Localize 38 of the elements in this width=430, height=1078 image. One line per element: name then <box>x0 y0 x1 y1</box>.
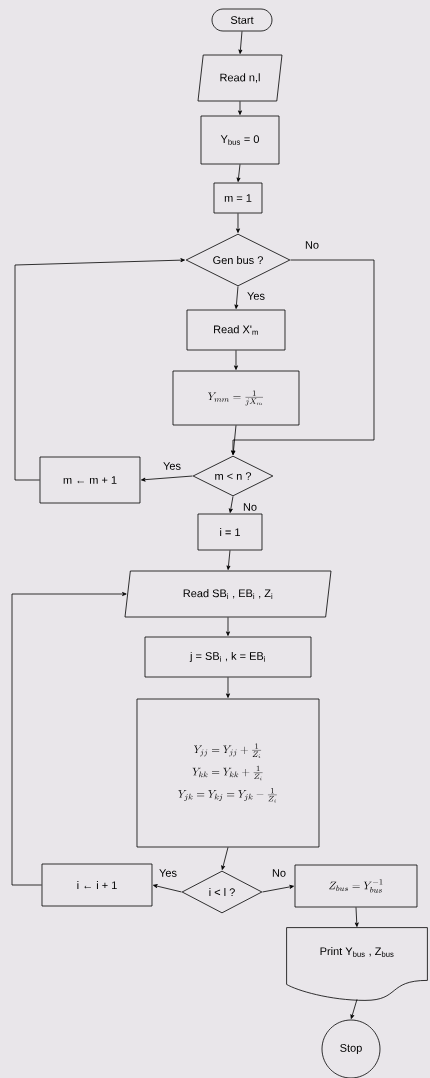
arrow <box>153 884 182 893</box>
process-box: $Z_{bus} = Y_{bus}^{-1}$ <box>294 864 418 908</box>
process-box: m ← m + 1 <box>39 456 141 504</box>
arrow <box>354 907 359 927</box>
arrow <box>234 350 238 370</box>
process-box: Read X'$_{m}$ <box>186 309 286 351</box>
arrow <box>11 592 127 886</box>
output-document: Print Y$_{bus}$ , Z$_{bus}$ <box>286 927 428 1001</box>
arrow <box>231 259 375 455</box>
process-box: Y$_{bus}$ = 0 <box>200 115 280 165</box>
arrow <box>236 213 240 233</box>
edge-label: No <box>303 240 321 250</box>
input-parallelogram: Read SB$_{i}$ , EB$_{i}$ , Z$_{i}$ <box>124 570 332 618</box>
arrow <box>141 475 193 482</box>
arrow <box>238 101 242 115</box>
arrow <box>228 496 234 513</box>
arrow <box>226 550 231 570</box>
process-box: i ← i + 1 <box>41 863 153 907</box>
process-box: $Y_{mm} = \frac{1}{jX_m}$ <box>172 370 300 426</box>
arrow <box>226 677 230 698</box>
arrow <box>221 847 229 870</box>
input-parallelogram: Read n,l <box>197 54 283 102</box>
process-box: $Y_{jj} = Y_{jj} + \frac{1}{Z_i}$ $Y_{kk} = Y_{kk} + \frac{1}{Z_i}$ $Y_{jk} = Y_{kj} = Y_{jk} - \frac{1}{Z_i}$ <box>136 698 320 848</box>
arrow <box>236 164 241 182</box>
arrow <box>350 999 358 1019</box>
process-box: j = SB$_{i}$ , k = EB$_{i}$ <box>144 636 312 678</box>
arrow <box>226 617 230 636</box>
arrow <box>234 286 239 309</box>
edge-label: Yes <box>158 868 178 878</box>
arrow <box>14 258 185 481</box>
edge-label: No <box>241 502 259 512</box>
arrow <box>262 884 294 893</box>
edge-label: Yes <box>162 461 182 471</box>
process-box: i = 1 <box>197 513 263 551</box>
process-box: m = 1 <box>213 182 263 214</box>
arrow <box>238 31 243 54</box>
edge-label: Yes <box>246 291 266 301</box>
edge-label: No <box>270 868 288 878</box>
